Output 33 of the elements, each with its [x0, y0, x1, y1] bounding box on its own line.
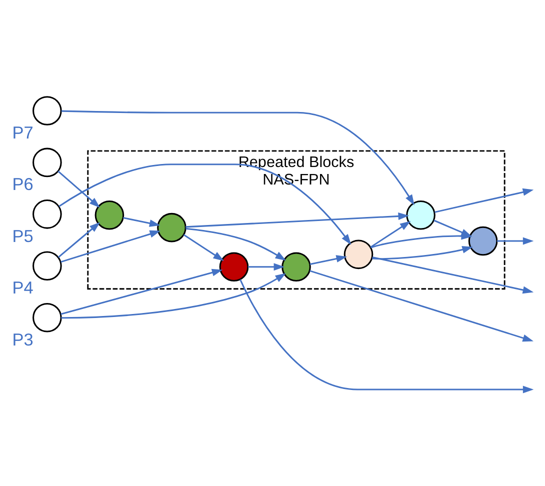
- node-circle: [219, 252, 249, 282]
- node-circle: [406, 200, 436, 230]
- arrow: [61, 110, 414, 205]
- node-circle: [282, 252, 311, 282]
- arrow: [123, 216, 160, 226]
- node-label: P5: [12, 225, 34, 246]
- node-circle: [32, 250, 62, 280]
- arrow: [58, 222, 100, 258]
- node-label: P3: [12, 328, 34, 349]
- arrow: [60, 268, 223, 314]
- arrow: [61, 272, 286, 318]
- arrow: [60, 230, 161, 262]
- arrow: [370, 220, 411, 248]
- arrow: [58, 163, 352, 244]
- arrow: [370, 232, 472, 248]
- arrow: [372, 246, 473, 260]
- node-circle: [468, 226, 498, 256]
- arrow: [58, 170, 100, 208]
- node-circle: [157, 212, 186, 242]
- arrow: [183, 234, 224, 260]
- node-label: P7: [12, 122, 34, 142]
- node-circle: [32, 96, 62, 125]
- arrow: [186, 227, 286, 260]
- arrow: [310, 254, 348, 264]
- node-label: P4: [12, 277, 34, 298]
- node-circle: [32, 199, 62, 228]
- node-label: P6: [12, 174, 34, 194]
- node-circle: [94, 200, 124, 230]
- arrow: [248, 262, 285, 270]
- node-circle: [32, 147, 62, 177]
- arrow: [186, 212, 410, 228]
- node-circle: [344, 239, 374, 269]
- node-circle: [32, 302, 62, 332]
